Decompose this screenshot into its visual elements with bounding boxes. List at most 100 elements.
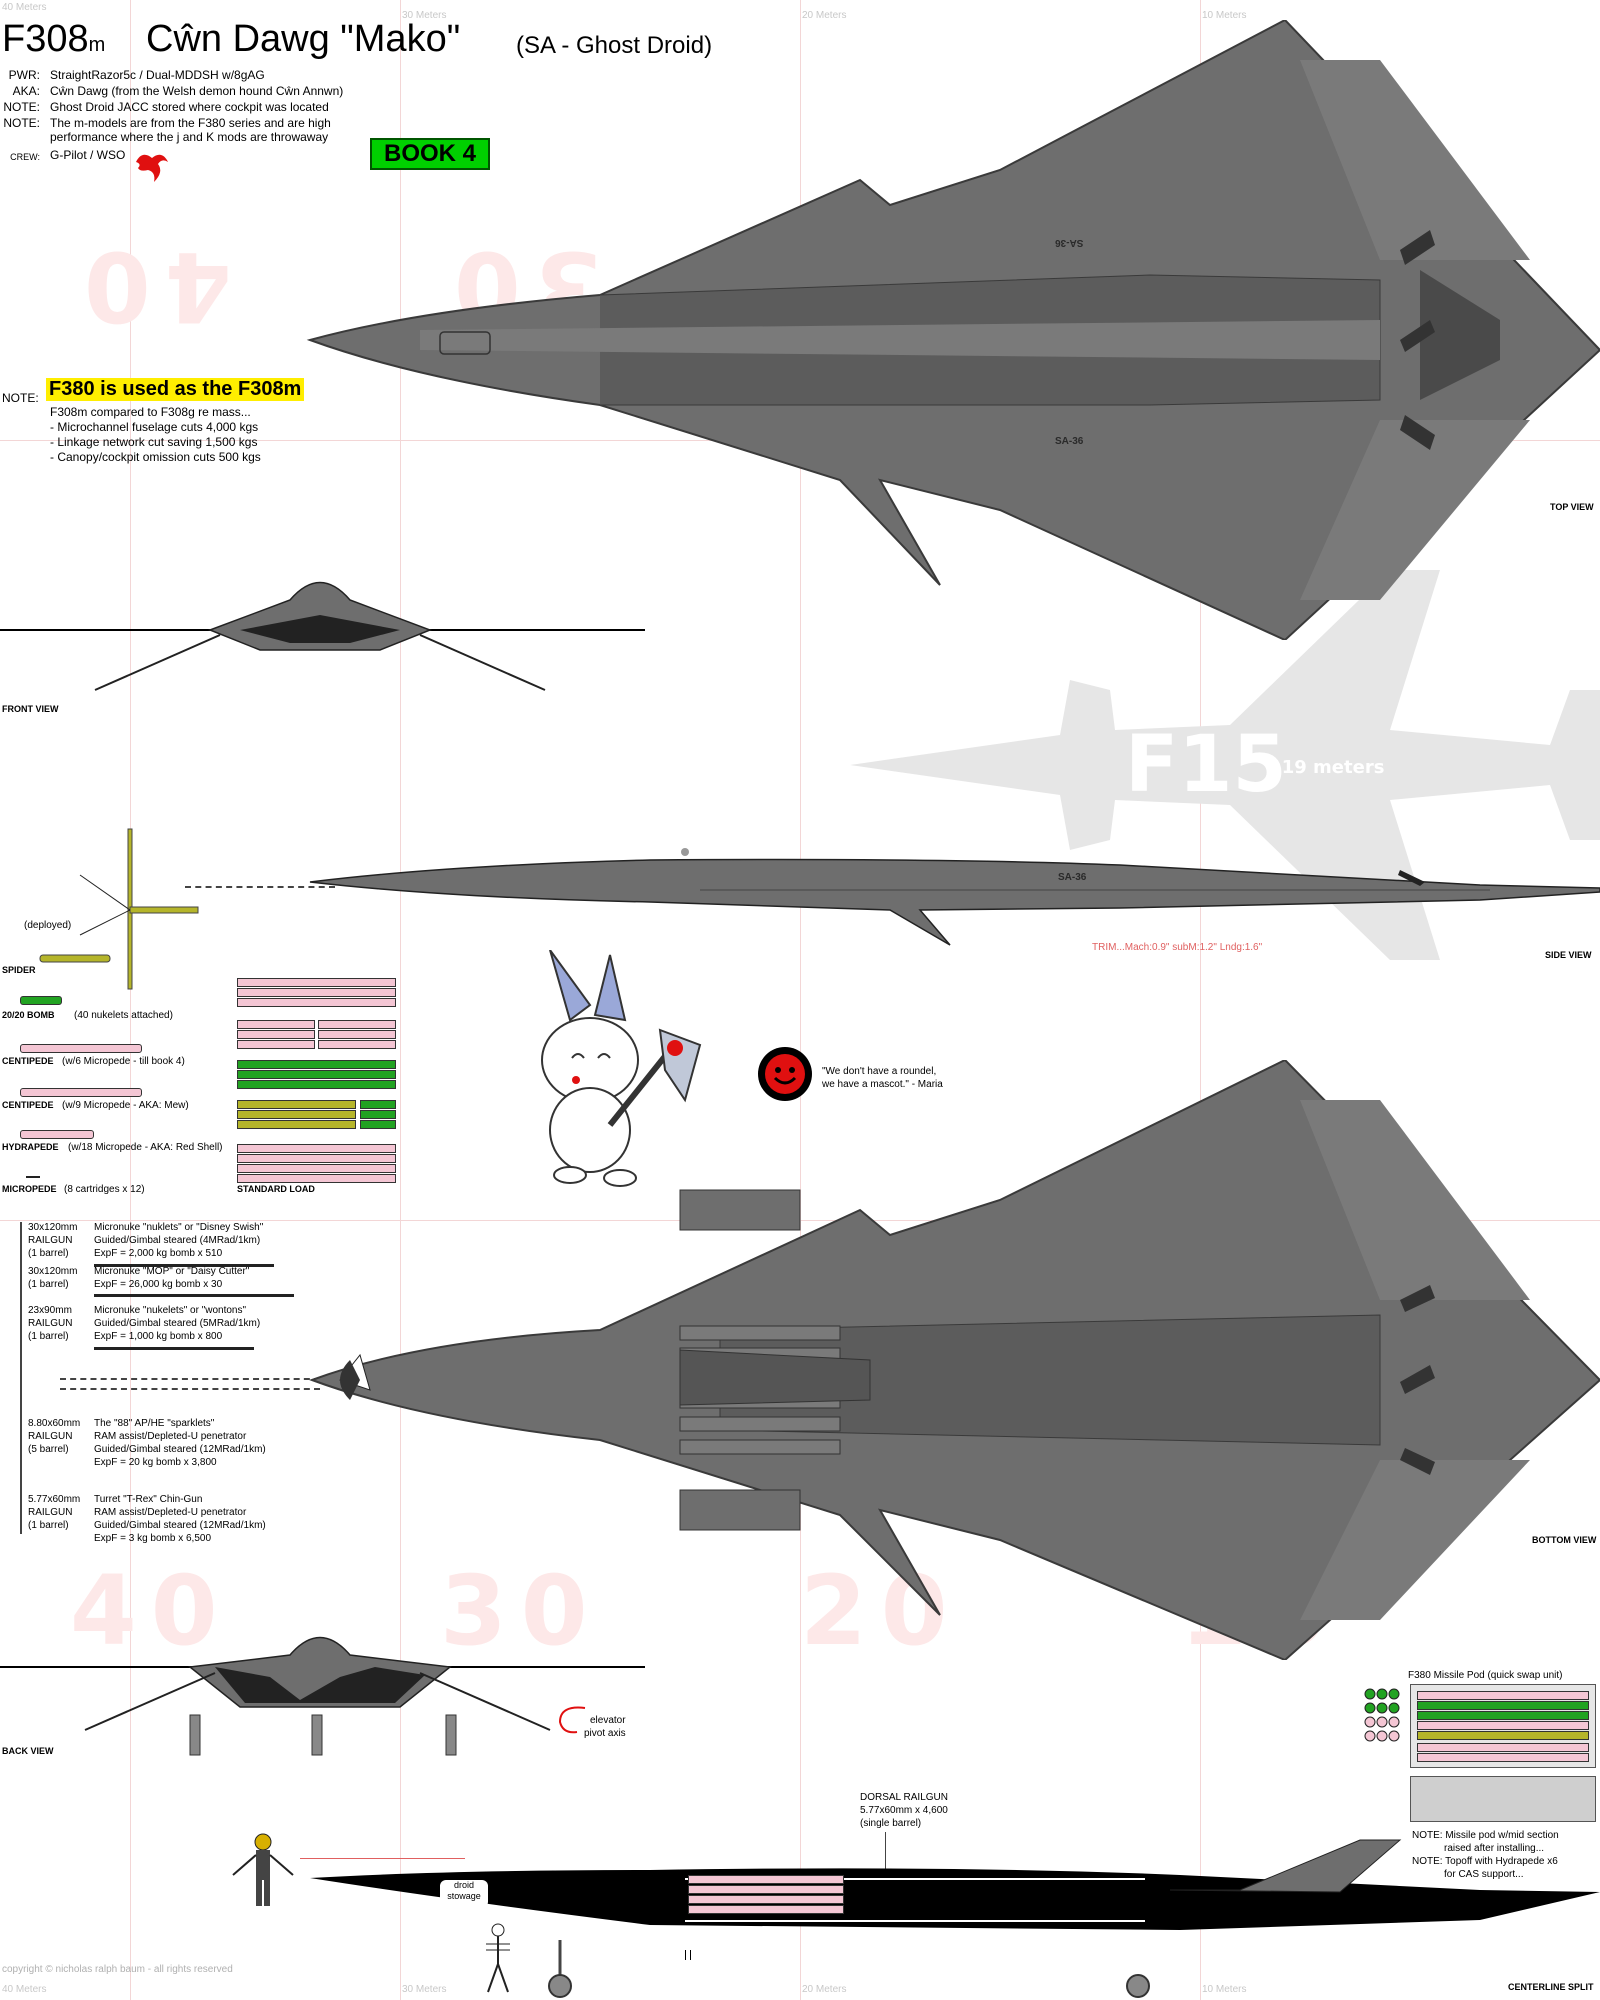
droid-stowage-label: stowage [447, 1891, 481, 1901]
scale-number-30-bottom: 30 [440, 1555, 602, 1667]
view-label-front: FRONT VIEW [2, 704, 59, 714]
skeleton-figure-icon [486, 1923, 510, 1993]
view-label-back: BACK VIEW [2, 1746, 54, 1756]
elevator-note-line: pivot axis [584, 1728, 626, 1739]
ammo-row [237, 1154, 396, 1163]
droid-stowage-label: droid [453, 1880, 474, 1890]
scale-number-40: 40 [70, 230, 232, 342]
missile-pod-note: raised after installing... [1444, 1843, 1545, 1854]
ammo-row [688, 1885, 844, 1894]
ammo-row [237, 1060, 396, 1069]
ammo-row [1417, 1731, 1589, 1740]
spec-key: CREW: [10, 152, 40, 162]
elevator-pivot-icon [558, 1706, 586, 1734]
f380-note-line: - Linkage network cut saving 1,500 kgs [50, 435, 258, 449]
dorsal-railgun-label: (single barrel) [860, 1818, 922, 1829]
ammo-row [688, 1875, 844, 1884]
ammo-row [237, 988, 396, 997]
railgun-desc: Micronuke "MOP" or "Daisy Cutter" [94, 1266, 250, 1277]
ammo-row [318, 1040, 396, 1049]
railgun-spec: RAILGUN [28, 1431, 73, 1442]
ammo-row [237, 1100, 356, 1109]
meter-label-10: 10 Meters [1202, 10, 1247, 21]
railgun-round-icon [94, 1347, 254, 1350]
ammo-row [237, 1040, 315, 1049]
railgun-round-icon [94, 1264, 274, 1267]
landing-gear-front-icon [548, 1940, 572, 1998]
ammo-row [237, 1080, 396, 1089]
railgun-desc: ExpF = 20 kg bomb x 3,800 [94, 1457, 217, 1468]
missile-pod-graphic [1410, 1684, 1596, 1768]
railgun-spec: (5 barrel) [28, 1444, 69, 1455]
railgun-round-icon [94, 1294, 294, 1297]
dorsal-railgun-label: 5.77x60mm x 4,600 [860, 1805, 948, 1816]
railgun-spec: 30x120mm [28, 1266, 78, 1277]
bomb-2020-name: 20/20 BOMB [2, 1010, 55, 1020]
ammo-row [237, 1070, 396, 1079]
spec-value: Ghost Droid JACC stored where cockpit wa… [50, 100, 329, 114]
railgun-spec: (1 barrel) [28, 1331, 69, 1342]
ammo-row [688, 1905, 844, 1914]
railgun-desc: Guided/Gimbal steared (5MRad/1km) [94, 1318, 261, 1329]
railgun-desc: ExpF = 3 kg bomb x 6,500 [94, 1533, 212, 1544]
meter-label-30: 30 Meters [402, 10, 447, 21]
railgun-spec: (1 barrel) [28, 1248, 69, 1259]
meter-label-40: 40 Meters [2, 2, 47, 13]
meter-label-20-bottom: 20 Meters [802, 1984, 847, 1995]
f15-length: - 19 meters [1268, 757, 1385, 778]
grid-line [130, 0, 131, 2000]
centipede-icon [20, 1088, 142, 1097]
red-devil-logo-icon [136, 154, 168, 182]
ammo-row [237, 1144, 396, 1153]
red-smiley-roundel-icon [758, 1047, 812, 1101]
bottom-view-aircraft [309, 1060, 1600, 1660]
hydrapede-icon [20, 1130, 94, 1139]
spec-key: NOTE: [3, 100, 40, 114]
hull-marking: SA-36 [1058, 872, 1087, 883]
spider-label: SPIDER [2, 965, 36, 975]
missile-pod-note: NOTE: Topoff with Hydrapede x6 [1412, 1856, 1558, 1867]
spec-value: G-Pilot / WSO [50, 148, 126, 162]
guide-line [185, 886, 335, 888]
meter-label-40-bottom: 40 Meters [2, 1984, 47, 1995]
mascot-quote-line: we have a mascot." - Maria [822, 1079, 943, 1090]
spider-weapon [39, 828, 199, 990]
ammo-row [237, 978, 396, 987]
bomb-2020-note: (40 nukelets attached) [74, 1010, 173, 1021]
front-view-aircraft [0, 581, 645, 691]
spec-value: performance where the j and K mods are t… [50, 130, 329, 144]
railgun-spec: RAILGUN [28, 1507, 73, 1518]
ammo-row [1417, 1753, 1589, 1762]
spec-value: StraightRazor5c / Dual-MDDSH w/8gAG [50, 68, 265, 82]
f15-label: F15 [1125, 720, 1287, 810]
droid-stowage-box: droid stowage [440, 1880, 488, 1908]
ammo-row [1417, 1721, 1589, 1730]
ammo-row [360, 1110, 396, 1119]
missile-pod-lower [1410, 1776, 1596, 1822]
leader-line [885, 1832, 886, 1877]
book-badge: BOOK 4 [370, 138, 490, 170]
railgun-desc: ExpF = 26,000 kg bomb x 30 [94, 1279, 223, 1290]
f380-note-prefix: NOTE: [2, 391, 39, 405]
meter-label-10-bottom: 10 Meters [1202, 1984, 1247, 1995]
side-view-aircraft [309, 848, 1600, 946]
railgun-spec: 5.77x60mm [28, 1494, 81, 1505]
hull-marking: SA-36 [1055, 436, 1084, 447]
leader-line [300, 1858, 465, 1859]
page-title-designation: F308m [2, 18, 106, 60]
railgun-spec: 23x90mm [28, 1305, 72, 1316]
spec-value: The m-models are from the F380 series an… [50, 116, 331, 130]
ammo-row [1417, 1691, 1589, 1700]
grid-line [400, 0, 401, 2000]
railgun-desc: RAM assist/Depleted-U penetrator [94, 1507, 247, 1518]
view-label-side: SIDE VIEW [1545, 950, 1592, 960]
micropede-note: (8 cartridges x 12) [64, 1184, 145, 1195]
page-subtitle: (SA - Ghost Droid) [516, 32, 713, 59]
railgun-desc: The "88" AP/HE "sparklets" [94, 1418, 215, 1429]
railgun-spec: 30x120mm [28, 1222, 78, 1233]
elevator-note-line: elevator [590, 1715, 626, 1726]
centerline-aircraft [310, 1839, 1600, 1960]
standard-load-label: STANDARD LOAD [237, 1184, 315, 1194]
ammo-row [237, 1110, 356, 1119]
